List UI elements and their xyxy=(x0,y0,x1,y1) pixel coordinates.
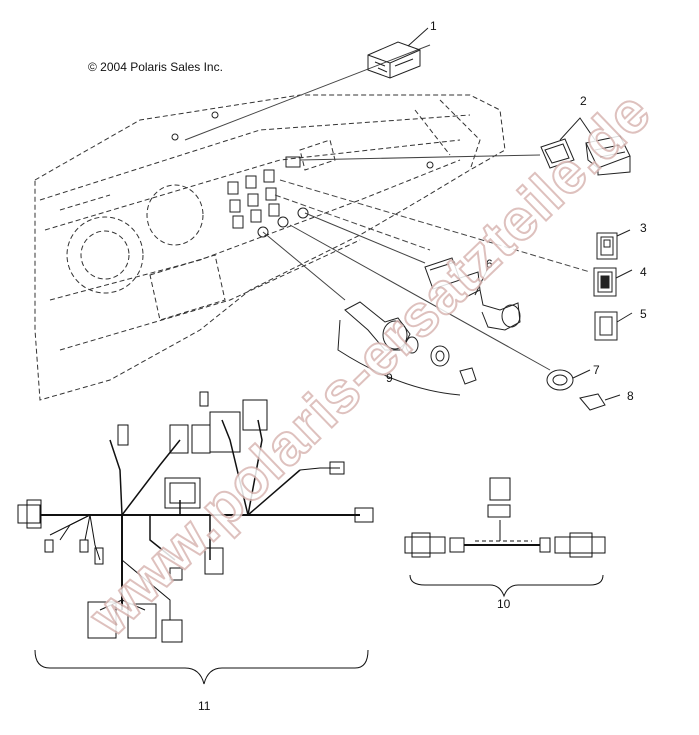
part-9-ignition-switch xyxy=(337,301,477,396)
copyright-text: © 2004 Polaris Sales Inc. xyxy=(88,60,223,74)
part-7-nut xyxy=(546,369,591,391)
switch-panel-grid xyxy=(171,111,434,238)
callout-11: 11 xyxy=(198,699,211,713)
callout-8: 8 xyxy=(627,389,634,403)
callout-10: 10 xyxy=(497,597,511,611)
part-10-harness xyxy=(404,477,606,598)
part-6-socket xyxy=(424,257,521,331)
leader-lines xyxy=(184,44,591,371)
callout-3: 3 xyxy=(640,221,647,235)
part-5-switch-plug xyxy=(594,311,633,341)
callout-labels: 1 2 3 4 5 6 7 8 9 10 11 xyxy=(198,19,647,713)
callout-4: 4 xyxy=(640,265,647,279)
dashboard-panel xyxy=(34,94,506,401)
part-1-connector xyxy=(367,27,429,79)
part-11-harness xyxy=(17,391,374,685)
callout-2: 2 xyxy=(580,94,587,108)
callout-5: 5 xyxy=(640,307,647,321)
callout-6: 6 xyxy=(486,257,493,271)
callout-9: 9 xyxy=(386,371,393,385)
part-8-bulb xyxy=(579,393,621,411)
part-4-rocker-switch xyxy=(593,267,633,297)
part-3-rocker-switch xyxy=(596,229,631,260)
callout-7: 7 xyxy=(593,363,600,377)
callout-1: 1 xyxy=(430,19,437,33)
part-2-switch-module xyxy=(540,117,631,176)
